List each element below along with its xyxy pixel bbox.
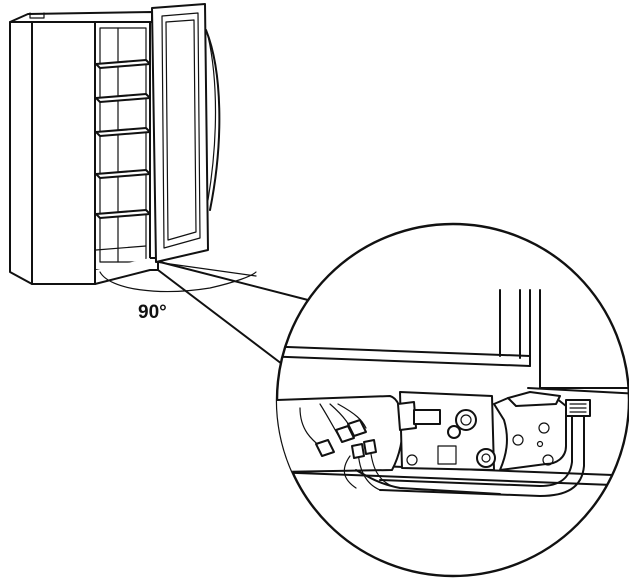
hinge-detail-magnifier — [275, 222, 629, 578]
angle-label: 90° — [138, 302, 167, 323]
refrigerator-shelves — [95, 59, 151, 251]
refrigerator-door — [151, 3, 221, 263]
callout-connector — [157, 261, 309, 365]
refrigerator-cabinet — [9, 11, 159, 285]
door-swing-angle-arc: 90° — [99, 261, 257, 323]
